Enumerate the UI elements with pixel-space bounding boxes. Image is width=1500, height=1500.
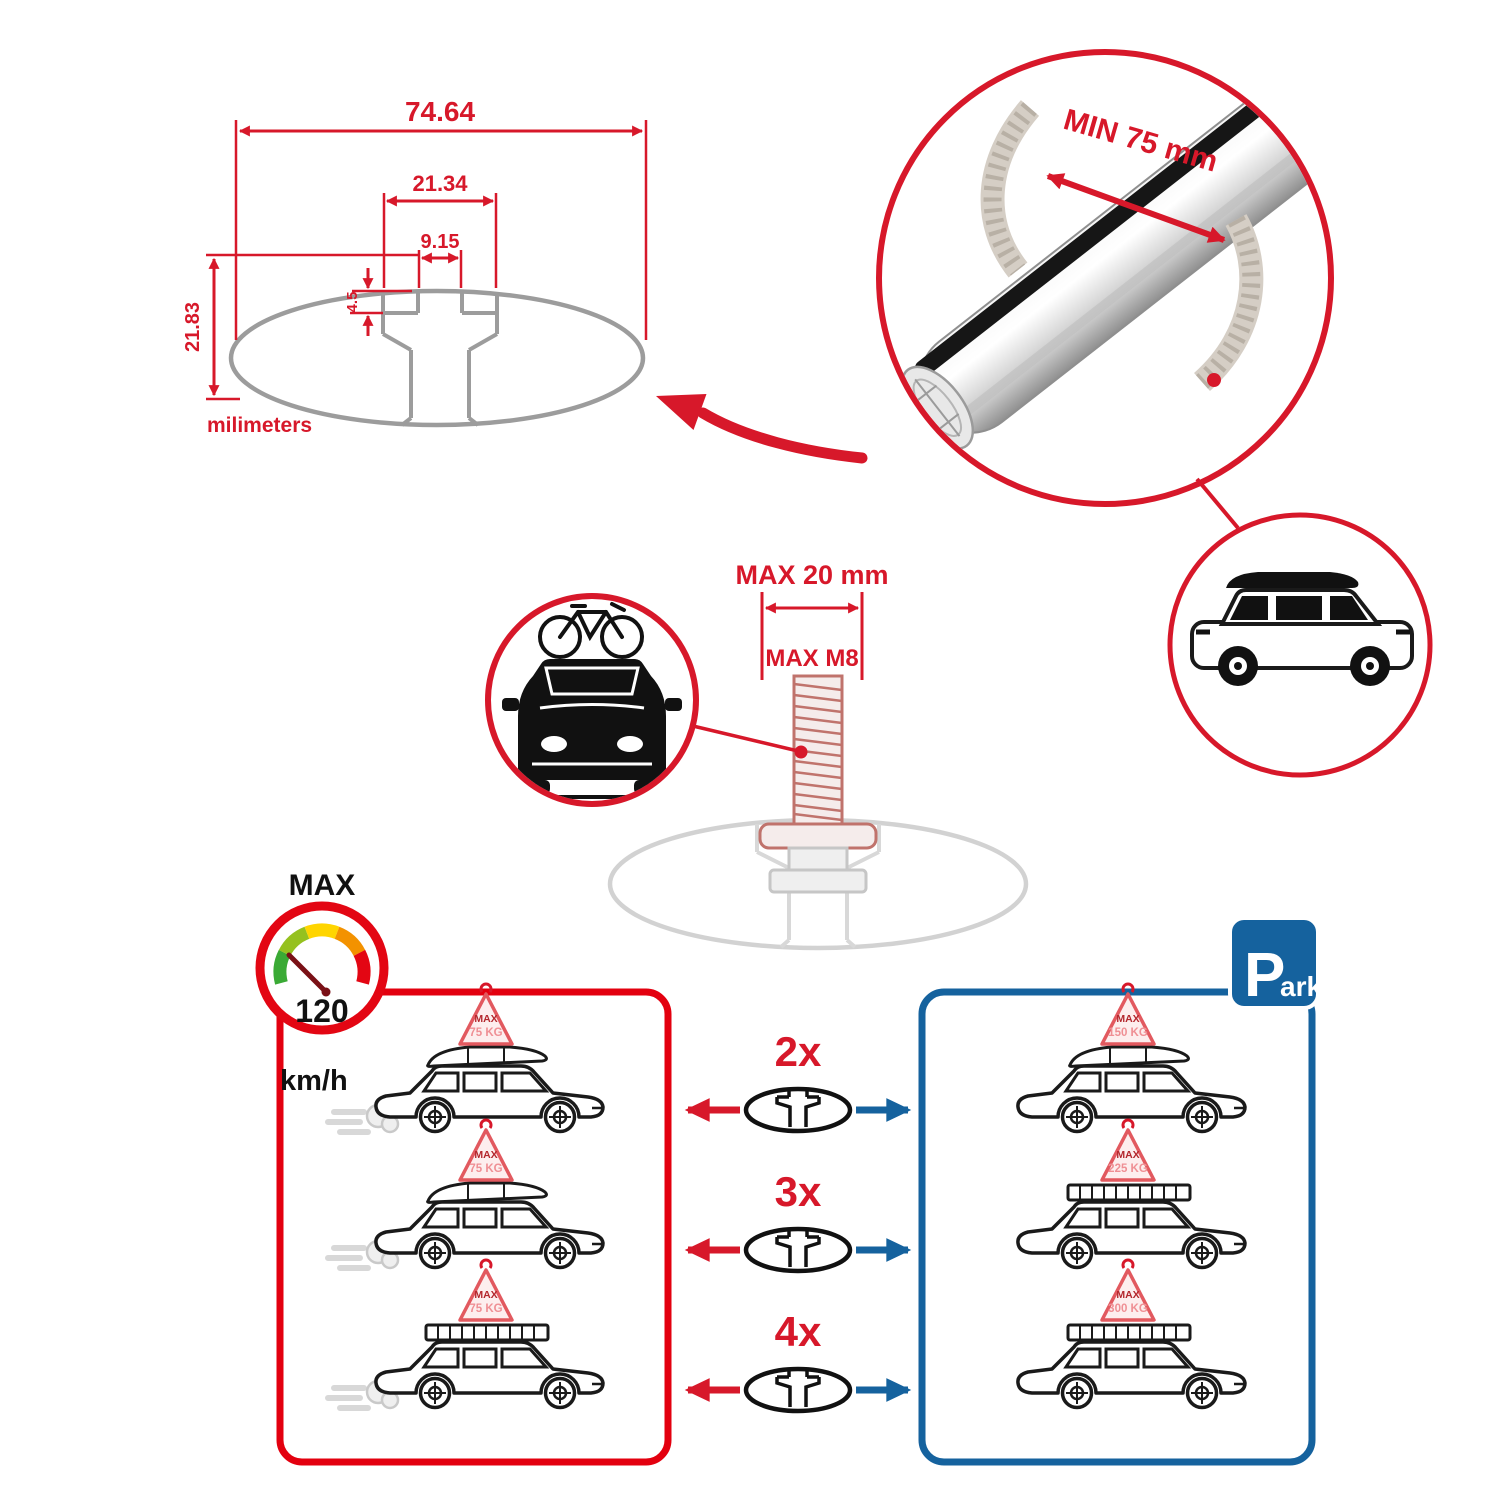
faded-t-slot-profile — [755, 824, 881, 949]
dim-slot-width: 9.15 — [421, 231, 460, 253]
flag-line1: MAX — [1116, 1289, 1139, 1301]
photo-to-drawing-arrow — [656, 394, 868, 464]
bar-cross-section-icon — [746, 1229, 850, 1271]
circle-to-bolt-connector — [692, 724, 799, 753]
strap-dot — [1207, 373, 1221, 387]
flag-line1: MAX — [474, 1013, 497, 1025]
flag-line2: 75 KG — [469, 1303, 502, 1315]
speed-limit-gauge: MAX 120 km/h — [255, 869, 389, 1097]
flag-line1: MAX — [474, 1149, 497, 1161]
suv-circle — [1167, 512, 1433, 778]
flag-line2: 300 KG — [1108, 1303, 1148, 1315]
dim-ext-total-width — [234, 120, 648, 340]
roof-box-icon — [1226, 572, 1359, 588]
flag-line2: 75 KG — [469, 1163, 502, 1175]
t-slot-profile — [381, 292, 499, 427]
suv-with-roof-box — [1190, 572, 1414, 686]
t-bolt — [758, 674, 878, 894]
bolt-diagram: MAX 20 mm MAX M8 — [607, 560, 1029, 951]
dim-ext-slot-width — [417, 250, 463, 288]
bolt-callout-dot — [794, 745, 808, 759]
bar-count-3x: 3x — [775, 1168, 822, 1215]
bolt-max-width-label: MAX 20 mm — [735, 560, 888, 590]
min-span-arrow — [1046, 173, 1226, 243]
park-sign: P ark — [1228, 916, 1322, 1010]
dim-channel-width: 21.34 — [412, 171, 468, 196]
bolt-t-head — [768, 868, 868, 894]
park-sign-p: P — [1244, 941, 1285, 1010]
dim-ext-channel-width — [382, 193, 498, 288]
gauge-needle — [286, 952, 329, 995]
bar-count-4x: 4x — [775, 1308, 822, 1355]
cross-section-drawing: 74.64 21.34 9.15 4.5 21.83 milimeters — [182, 96, 648, 437]
dim-ext-total-height — [206, 253, 420, 401]
bolt-max-thread-label: MAX M8 — [765, 645, 858, 672]
flag-line2: 225 KG — [1108, 1163, 1148, 1175]
bar-photo-circle: MIN 75 mm — [876, 49, 1334, 507]
speed-unit: km/h — [280, 1065, 348, 1097]
car-front-circle — [485, 593, 699, 807]
flag-line2: 150 KG — [1108, 1027, 1148, 1039]
parked-cars: MAX 150 KG MAX 225 KG MAX 300 KG — [1016, 982, 1247, 1410]
driving-car-3-roof-basket — [424, 1323, 550, 1342]
parked-car-2-roof-basket — [1066, 1183, 1192, 1202]
speed-value: 120 — [295, 993, 348, 1029]
bar-count-2x: 2x — [775, 1028, 822, 1075]
right-mirror — [665, 698, 682, 711]
flag-line1: MAX — [1116, 1013, 1139, 1025]
flag-line1: MAX — [474, 1289, 497, 1301]
bar-count-column: 2x 3x 4x — [684, 1028, 912, 1411]
park-sign-ark: ark — [1280, 971, 1322, 1002]
bar-cross-section-ellipse — [228, 288, 646, 428]
units-label: milimeters — [207, 414, 312, 437]
car-front-with-bike — [502, 602, 682, 799]
bar-cross-section-icon — [746, 1369, 850, 1411]
bolt-threads — [793, 682, 843, 822]
arrowhead — [656, 394, 707, 430]
car-front-body — [518, 659, 666, 780]
left-headlight — [541, 736, 567, 752]
windshield — [544, 666, 640, 696]
right-headlight — [617, 736, 643, 752]
bar-cross-section-icon — [746, 1089, 850, 1131]
gauge-arcs — [273, 923, 371, 985]
parked-car-3-roof-basket — [1066, 1323, 1192, 1342]
bike-icon — [538, 602, 644, 659]
dim-ticks-lip — [350, 289, 412, 315]
driving-cars: MAX 75 KG MAX 75 KG MAX 75 KG — [328, 982, 605, 1408]
left-mirror — [502, 698, 519, 711]
speed-max-label: MAX — [289, 869, 356, 902]
dim-total-height: 21.83 — [182, 302, 204, 352]
dim-total-width: 74.64 — [405, 96, 475, 127]
dim-lip-depth: 4.5 — [344, 292, 361, 313]
bolt-dim-extensions — [760, 592, 864, 680]
bolt-flange — [758, 822, 878, 850]
flag-line2: 75 KG — [469, 1027, 502, 1039]
photo-to-suv-connector — [1195, 477, 1240, 530]
flag-line1: MAX — [1116, 1149, 1139, 1161]
